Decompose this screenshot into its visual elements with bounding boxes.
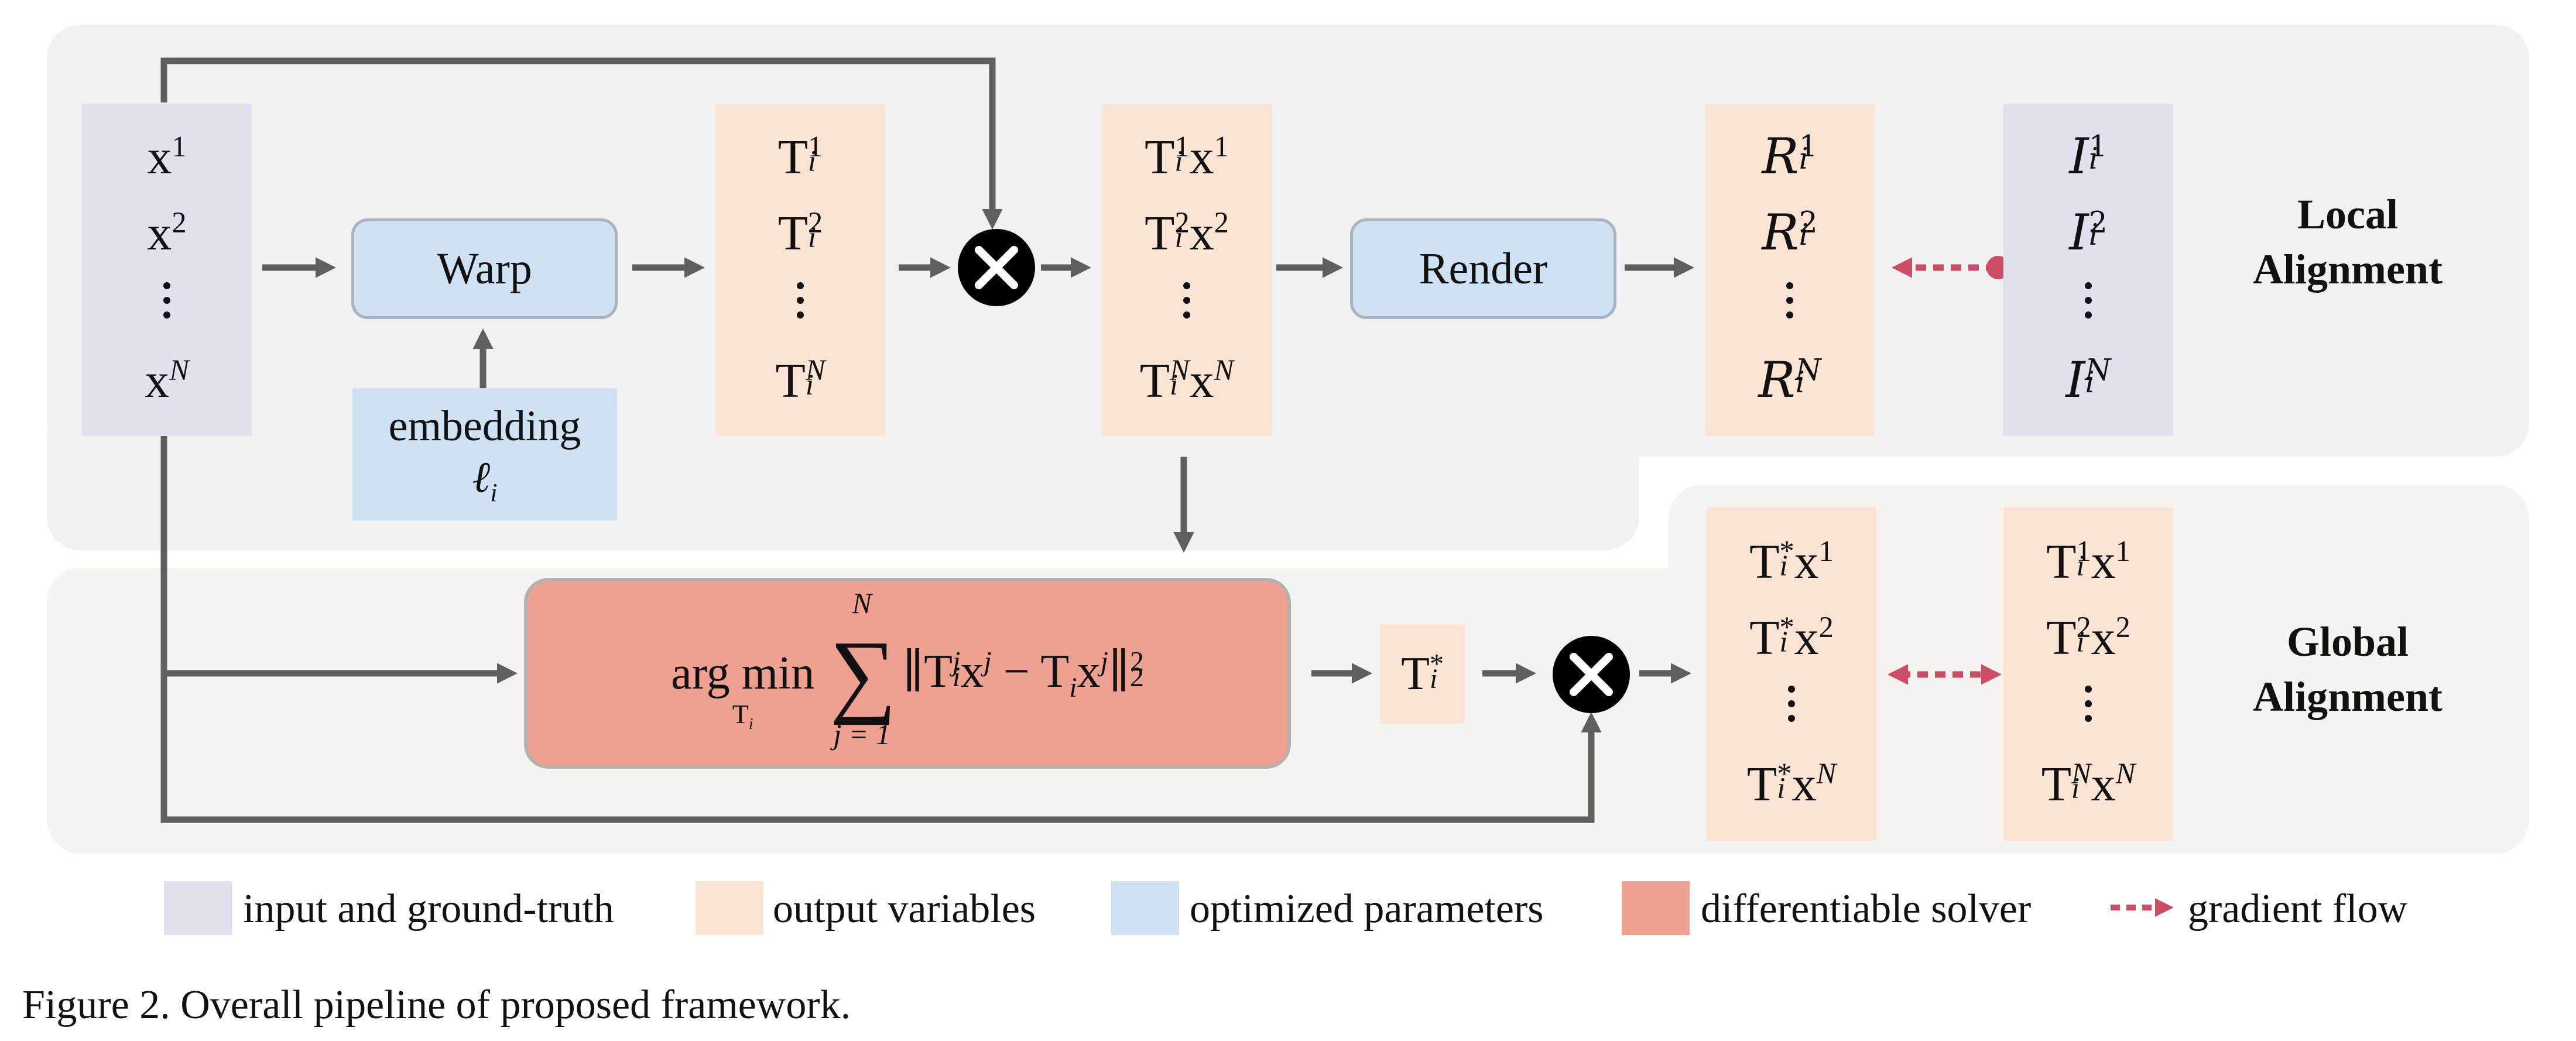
skip-arrow-top — [160, 57, 1003, 230]
legend-gradient-label: gradient flow — [2188, 886, 2408, 932]
render-box: Render — [1350, 218, 1616, 319]
legend-input-swatch — [164, 881, 232, 935]
legend-solver-swatch — [1622, 881, 1690, 935]
gradient-flow-local — [1891, 256, 2010, 279]
legend-optimized-swatch — [1111, 881, 1179, 935]
argmin-subscript: Ti — [732, 698, 753, 732]
argmin-operator: arg min — [671, 647, 815, 699]
skip-arrow-bottom — [160, 436, 1602, 823]
global-alignment-label: Global Alignment — [2253, 618, 2443, 720]
local-panel-bottom-left — [47, 433, 1639, 550]
tstar-box: T*i — [1380, 624, 1465, 724]
figure-caption: Figure 2. Overall pipeline of proposed f… — [22, 982, 851, 1028]
local-alignment-label: Local Alignment — [2253, 191, 2443, 293]
warp-box: Warp — [351, 218, 618, 319]
multiply-node-local — [958, 229, 1035, 306]
input-xN: xN — [145, 354, 189, 408]
legend-output-label: output variables — [773, 886, 1036, 932]
legend-solver-label: differentiable solver — [1701, 886, 2032, 932]
input-x2: x2 — [147, 206, 187, 261]
legend-optimized-label: optimized parameters — [1190, 886, 1544, 932]
multiply-node-global — [1553, 636, 1630, 713]
legend-output-swatch — [696, 881, 763, 935]
input-x1: x1 — [147, 130, 187, 184]
input-column: x1 x2 xN — [82, 104, 252, 436]
embedding-box: embedding ℓi — [352, 388, 617, 520]
sum-operator: N ∑ j = 1 — [830, 587, 897, 751]
legend-input-label: input and ground-truth — [243, 886, 614, 932]
